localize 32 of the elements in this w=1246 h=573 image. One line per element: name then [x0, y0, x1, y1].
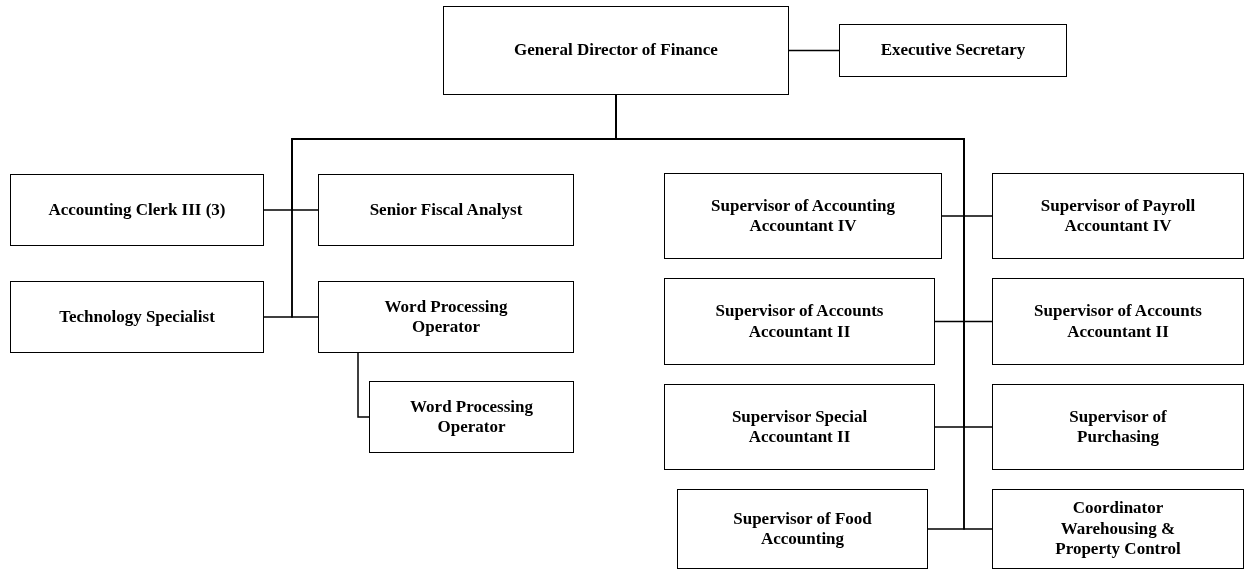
position-title: Supervisor of Accounts Accountant II [714, 301, 885, 342]
position-box [318, 174, 574, 246]
position-title: Senior Fiscal Analyst [369, 199, 523, 221]
position-title: Supervisor of Purchasing [1068, 406, 1168, 448]
connector-line [788, 49, 840, 52]
position-box [369, 381, 574, 453]
position-box [992, 173, 1244, 259]
position-box [664, 384, 935, 470]
position-title: Supervisor of Food Accounting [732, 508, 873, 550]
position-box [318, 281, 574, 353]
position-box [664, 173, 942, 259]
position-box [992, 278, 1244, 365]
position-box [839, 24, 1067, 77]
position-title: Word Processing Operator [383, 296, 509, 338]
position-box [443, 6, 789, 95]
position-box [10, 174, 264, 246]
position-box [992, 489, 1244, 569]
position-title: Supervisor of Accounts Accountant II [1033, 301, 1203, 342]
position-box [992, 384, 1244, 470]
position-title: Executive Secretary [880, 40, 1026, 61]
position-title: Supervisor Special Accountant II [730, 406, 869, 448]
position-title: Supervisor of Payroll Accountant IV [1039, 195, 1197, 237]
position-box [10, 281, 264, 353]
position-title: Supervisor of Accounting Accountant IV [710, 195, 896, 237]
position-title: Technology Specialist [59, 306, 215, 328]
position-title: Coordinator Warehousing & Property Control [1054, 498, 1182, 560]
position-box [677, 489, 928, 569]
position-title: Word Processing Operator [409, 396, 534, 438]
position-title: General Director of Finance [514, 40, 718, 61]
connector-line [357, 352, 370, 418]
position-title: Accounting Clerk III (3) [48, 199, 226, 221]
position-box [664, 278, 935, 365]
